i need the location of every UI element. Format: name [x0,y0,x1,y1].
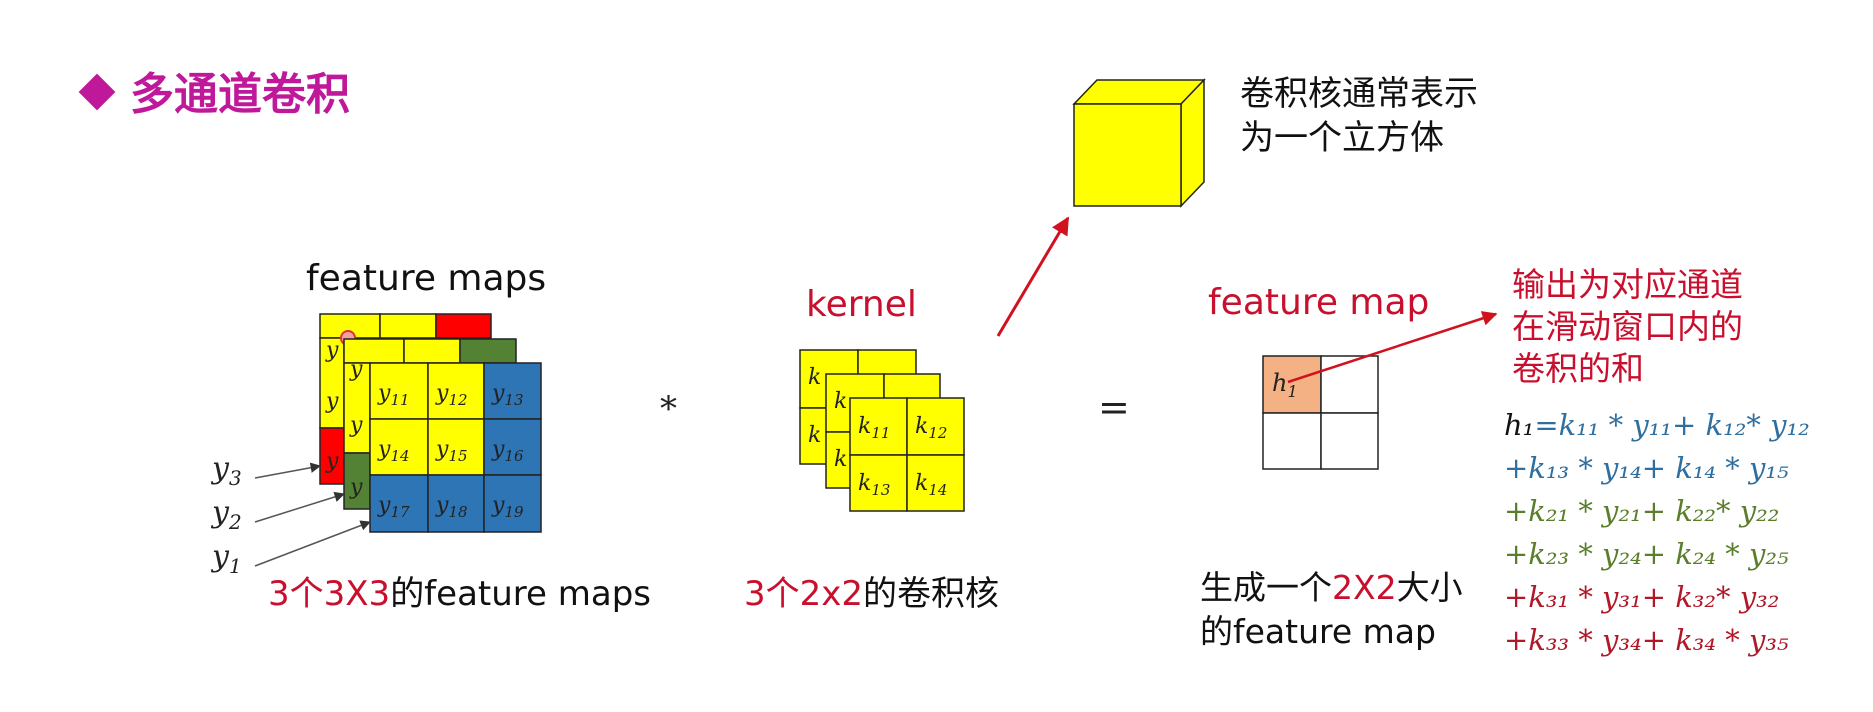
output-grid: h1 [1262,355,1379,470]
channel-label-y2: y2 [210,495,242,534]
cell-y15: y15 [435,437,468,465]
cell-y13: y13 [491,381,524,409]
output-note-line-2: 在滑动窗口内的 [1512,307,1743,346]
multiply-operator: * [660,389,677,429]
arrow-y2 [254,491,346,523]
output-caption-line-1: 生成一个2X2大小 [1200,566,1463,610]
feature-maps-caption-count: 3个3X3 [268,574,391,614]
layer2-partial-label-1: y [349,357,363,382]
formula-block: h₁=k₁₁ * y₁₁+ k₁₂* y₁₂ +k₁₃ * y₁₄+ k₁₄ *… [1504,404,1810,662]
kernel-caption: 3个2x2的卷积核 [744,566,999,615]
cell-k14: k14 [915,471,947,499]
feature-map-layer-2: y y y [343,338,517,510]
cell-y12: y12 [435,381,468,409]
layer3-partial-label-1: y [325,338,339,363]
formula-line-1: h₁=k₁₁ * y₁₁+ k₁₂* y₁₂ [1504,404,1810,447]
layer2-partial-label-3: y [349,475,363,500]
cube-note-line-1: 卷积核通常表示 [1240,74,1478,114]
cell-y17: y17 [377,493,410,521]
kernel2-partial-2: k [834,447,847,472]
channel-label-y1: y1 [210,539,242,578]
kernel3-partial-2: k [808,423,821,448]
formula-line-2: +k₁₃ * y₁₄+ k₁₄ * y₁₅ [1504,451,1789,485]
output-note: 输出为对应通道 在滑动窗口内的 卷积的和 [1512,264,1743,390]
kernel-to-cube-arrow [996,216,1070,337]
cell-y14: y14 [377,437,410,465]
page-title: 多通道卷积 [78,58,350,122]
cell-y16: y16 [491,437,524,465]
output-note-line-1: 输出为对应通道 [1512,265,1743,304]
feature-maps-caption: 3个3X3的feature maps [268,566,651,615]
layer3-partial-label-2: y [325,389,339,414]
channel-labels: y3 y2 y1 [210,451,242,578]
kernel-caption-count: 3个2x2 [744,574,864,614]
kernel3-partial-1: k [808,365,821,390]
formula-line-3: +k₂₁ * y₂₁+ k₂₂* y₂₂ [1504,494,1780,528]
output-caption-line-2: 的feature map [1200,612,1436,651]
cell-y18: y18 [435,493,468,521]
output-caption: 生成一个2X2大小 的feature map [1200,566,1463,654]
kernel-label: kernel [806,284,917,325]
feature-map-layer-3: y y y [319,313,492,485]
cell-k12: k12 [915,414,947,442]
arrow-y1 [254,520,371,567]
page-title-text: 多通道卷积 [130,69,350,120]
formula-lhs: h₁ [1504,408,1535,442]
output-note-arrow [1287,311,1498,384]
cell-k13: k13 [858,471,890,499]
equals-operator: = [1098,385,1130,429]
layer3-partial-label-3: y [325,449,339,474]
kernel2-partial-1: k [834,389,847,414]
channel-label-y3: y3 [210,451,242,490]
formula-line-6: +k₃₃ * y₃₄+ k₃₄ * y₃₅ [1504,623,1789,657]
output-caption-part-b: 大小 [1396,568,1463,607]
cell-h1: h1 [1272,369,1298,401]
feature-maps-caption-text: 的feature maps [390,574,651,614]
arrow-y3 [254,462,322,479]
formula-term-1: =k₁₁ * y₁₁+ k₁₂* y₁₂ [1534,408,1810,442]
formula-line-5: +k₃₁ * y₃₁+ k₃₂* y₃₂ [1504,580,1780,614]
cell-k11: k11 [858,414,890,442]
kernel-layer-1: k11 k12 k13 k14 [849,397,965,512]
cube-note: 卷积核通常表示 为一个立方体 [1240,72,1478,160]
formula-line-4: +k₂₃ * y₂₄+ k₂₄ * y₂₅ [1504,537,1789,571]
cube-note-line-2: 为一个立方体 [1240,118,1444,158]
feature-maps-label: feature maps [306,258,547,299]
layer2-partial-label-2: y [349,413,363,438]
output-caption-size: 2X2 [1332,568,1397,607]
kernel-caption-text: 的卷积核 [863,574,1000,614]
cell-y19: y19 [491,493,524,521]
cell-y11: y11 [377,381,410,409]
output-caption-part-a: 生成一个 [1200,568,1332,607]
kernel-cube-icon [1072,78,1206,208]
output-note-line-3: 卷积的和 [1512,349,1644,388]
output-feature-map-label: feature map [1208,282,1430,323]
feature-map-layer-1: y11 y12 y13 y14 y15 y16 y17 y18 y19 [369,362,542,533]
